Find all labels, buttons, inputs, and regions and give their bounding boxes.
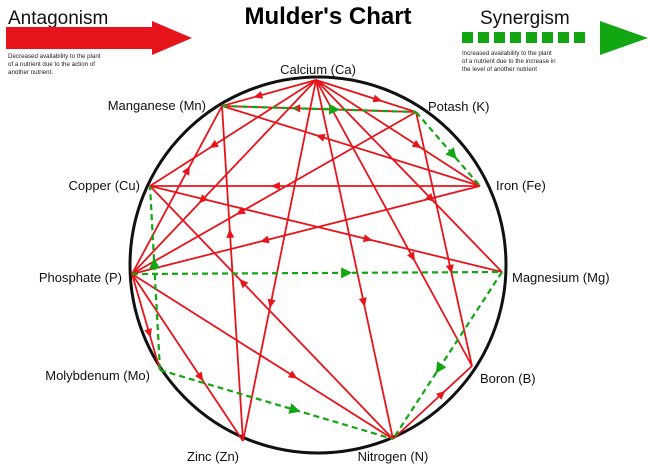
- antagonism-arrowhead: [259, 235, 270, 244]
- synergism-arrowhead: [435, 361, 447, 374]
- node-label-cu: Copper (Cu): [68, 178, 140, 193]
- antagonism-link-ca-fe: [315, 79, 481, 187]
- legend-synergism-desc-2: of a nutrient due to the increase in: [462, 58, 556, 65]
- antagonism-link-fe-mn: [221, 105, 481, 187]
- antagonism-link-k-b: [415, 111, 473, 367]
- node-label-k: Potash (K): [428, 99, 489, 114]
- antagonism-link-fe-cu: [150, 182, 480, 190]
- antagonism-arrowhead: [436, 390, 446, 400]
- antagonism-link-ca-cu: [149, 79, 317, 187]
- antagonism-arrowhead: [209, 139, 219, 149]
- antagonism-link-k-p: [131, 111, 417, 275]
- antagonism-link-fe-p: [131, 185, 481, 275]
- antagonism-arrowhead: [287, 370, 298, 379]
- antagonism-arrowhead: [239, 278, 249, 289]
- antagonism-arrowhead: [226, 228, 235, 238]
- synergism-link-p-mg: [131, 267, 503, 279]
- antagonism-arrowhead: [270, 182, 280, 190]
- node-label-mn: Manganese (Mn): [108, 98, 206, 113]
- synergism-arrowhead: [445, 147, 457, 160]
- antagonism-arrowhead: [372, 94, 383, 103]
- synergism-arrowhead: [341, 267, 353, 279]
- antagonism-arrowhead: [267, 298, 276, 309]
- antagonism-link-ca-zn: [242, 79, 317, 442]
- legend-antagonism-label: Antagonism: [8, 8, 108, 29]
- chart-circle: [128, 75, 508, 455]
- antagonism-link-ca-k: [315, 79, 417, 113]
- labels-layer: Calcium (Ca) Potash (K) Iron (Fe) Magnesium…: [39, 62, 610, 464]
- legend-antagonism: Antagonism Decreased availability to the…: [6, 8, 192, 76]
- antagonism-link-ca-mn: [221, 79, 317, 107]
- synergism-link-mg-n: [392, 271, 503, 440]
- legend-antagonism-desc-3: another nutrient.: [8, 69, 53, 76]
- synergism-arrowhead: [288, 403, 301, 414]
- antagonism-link-ca-n: [315, 79, 394, 440]
- antagonism-arrowhead: [411, 139, 422, 149]
- synergism-link-mo-n: [159, 368, 394, 441]
- antagonism-link-p-zn: [131, 273, 244, 442]
- antagonism-arrowhead: [358, 297, 367, 307]
- synergism-arrowhead: [328, 103, 340, 115]
- antagonism-arrowhead: [445, 264, 454, 274]
- antagonism-arrowhead: [253, 91, 264, 99]
- antagonism-link-p-mn: [131, 105, 223, 275]
- node-label-mo: Molybdenum (Mo): [45, 368, 150, 383]
- node-label-ca: Calcium (Ca): [280, 62, 356, 77]
- antagonism-arrowhead: [315, 133, 326, 142]
- synergism-link-k-fe: [415, 111, 481, 187]
- node-label-p: Phosphate (P): [39, 270, 122, 285]
- antagonism-arrowhead: [362, 234, 373, 243]
- legend-antagonism-desc-1: Decreased availability to the plant: [8, 53, 101, 60]
- antagonism-link-cu-mg: [149, 185, 503, 273]
- antagonism-arrowhead: [425, 193, 435, 203]
- antagonism-link-ca-mg: [315, 79, 503, 273]
- antagonism-link-p-n: [131, 273, 394, 440]
- synergism-link-mn-k: [221, 103, 417, 115]
- node-label-zn: Zinc (Zn): [187, 449, 239, 464]
- synergism-link-mo-cu: [148, 185, 162, 371]
- antagonism-link-n-cu: [149, 185, 394, 440]
- legend-synergism-desc-3: the level of another nutrient: [462, 66, 537, 73]
- antagonism-arrowhead: [182, 165, 190, 176]
- node-label-b: Boron (B): [480, 371, 536, 386]
- links-layer: [131, 79, 503, 442]
- legend-antagonism-desc-2: of a nutrient due to the action of: [8, 61, 95, 68]
- chart-title: Mulder's Chart: [244, 3, 411, 30]
- antagonism-link-n-b: [392, 365, 473, 440]
- antagonism-arrowhead: [407, 251, 415, 262]
- synergism-arrowhead: [149, 257, 160, 270]
- antagonism-arrowhead: [144, 328, 152, 338]
- synergism-arrow-icon: [462, 21, 648, 55]
- legend-synergism-desc-1: Increased availability to the plant: [462, 50, 552, 57]
- node-label-n: Nitrogen (N): [358, 449, 429, 464]
- antagonism-arrowhead: [236, 206, 246, 215]
- legend-synergism-label: Synergism: [480, 8, 570, 29]
- antagonism-link-ca-b: [315, 79, 473, 367]
- node-label-fe: Iron (Fe): [496, 178, 546, 193]
- antagonism-arrow-icon: [6, 21, 192, 55]
- antagonism-arrowhead: [195, 371, 204, 382]
- legend-synergism: Synergism Increased availability to the …: [462, 8, 648, 73]
- node-label-mg: Magnesium (Mg): [512, 270, 610, 285]
- antagonism-link-p-mo: [131, 273, 161, 371]
